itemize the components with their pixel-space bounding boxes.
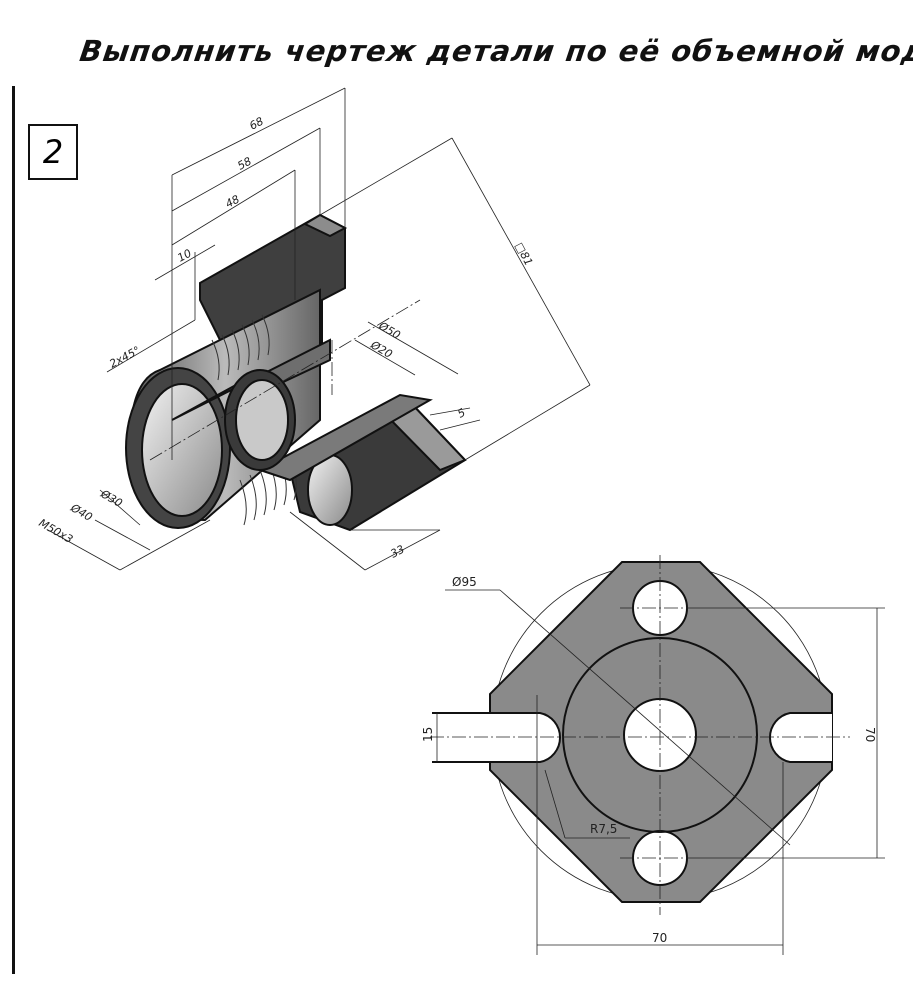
dim-slot-15: 15 [421,727,435,742]
dim-thread: M50x3 [37,516,76,546]
dim-10: 10 [175,247,193,265]
dim-68: 68 [247,115,265,133]
flange-dimension-lines [436,589,885,955]
dim-dia-30: Ø30 [98,487,125,510]
dim-height-70: 70 [863,727,877,742]
dim-dia-40: Ø40 [68,501,95,524]
dim-square-81: □81 [512,240,535,268]
dim-chamfer: 2x45° [107,344,142,371]
dim-radius: R7,5 [590,822,617,836]
dim-dia-95: Ø95 [452,575,477,589]
flange-top-view [430,555,850,915]
flange-dimension-labels: Ø95 15 70 70 R7,5 [421,575,877,945]
dim-58: 58 [235,155,253,173]
isometric-model [125,213,467,532]
task-number-box: 2 [28,124,78,180]
frame-border-line [12,86,15,974]
isometric-dimension-lines [47,87,591,571]
dim-dia-20: Ø20 [368,338,395,361]
dim-dia-50: Ø50 [376,319,403,342]
dim-48: 48 [223,193,241,211]
dim-33: 33 [388,543,406,561]
dim-width-70: 70 [652,931,667,945]
dim-5: 5 [455,406,467,421]
